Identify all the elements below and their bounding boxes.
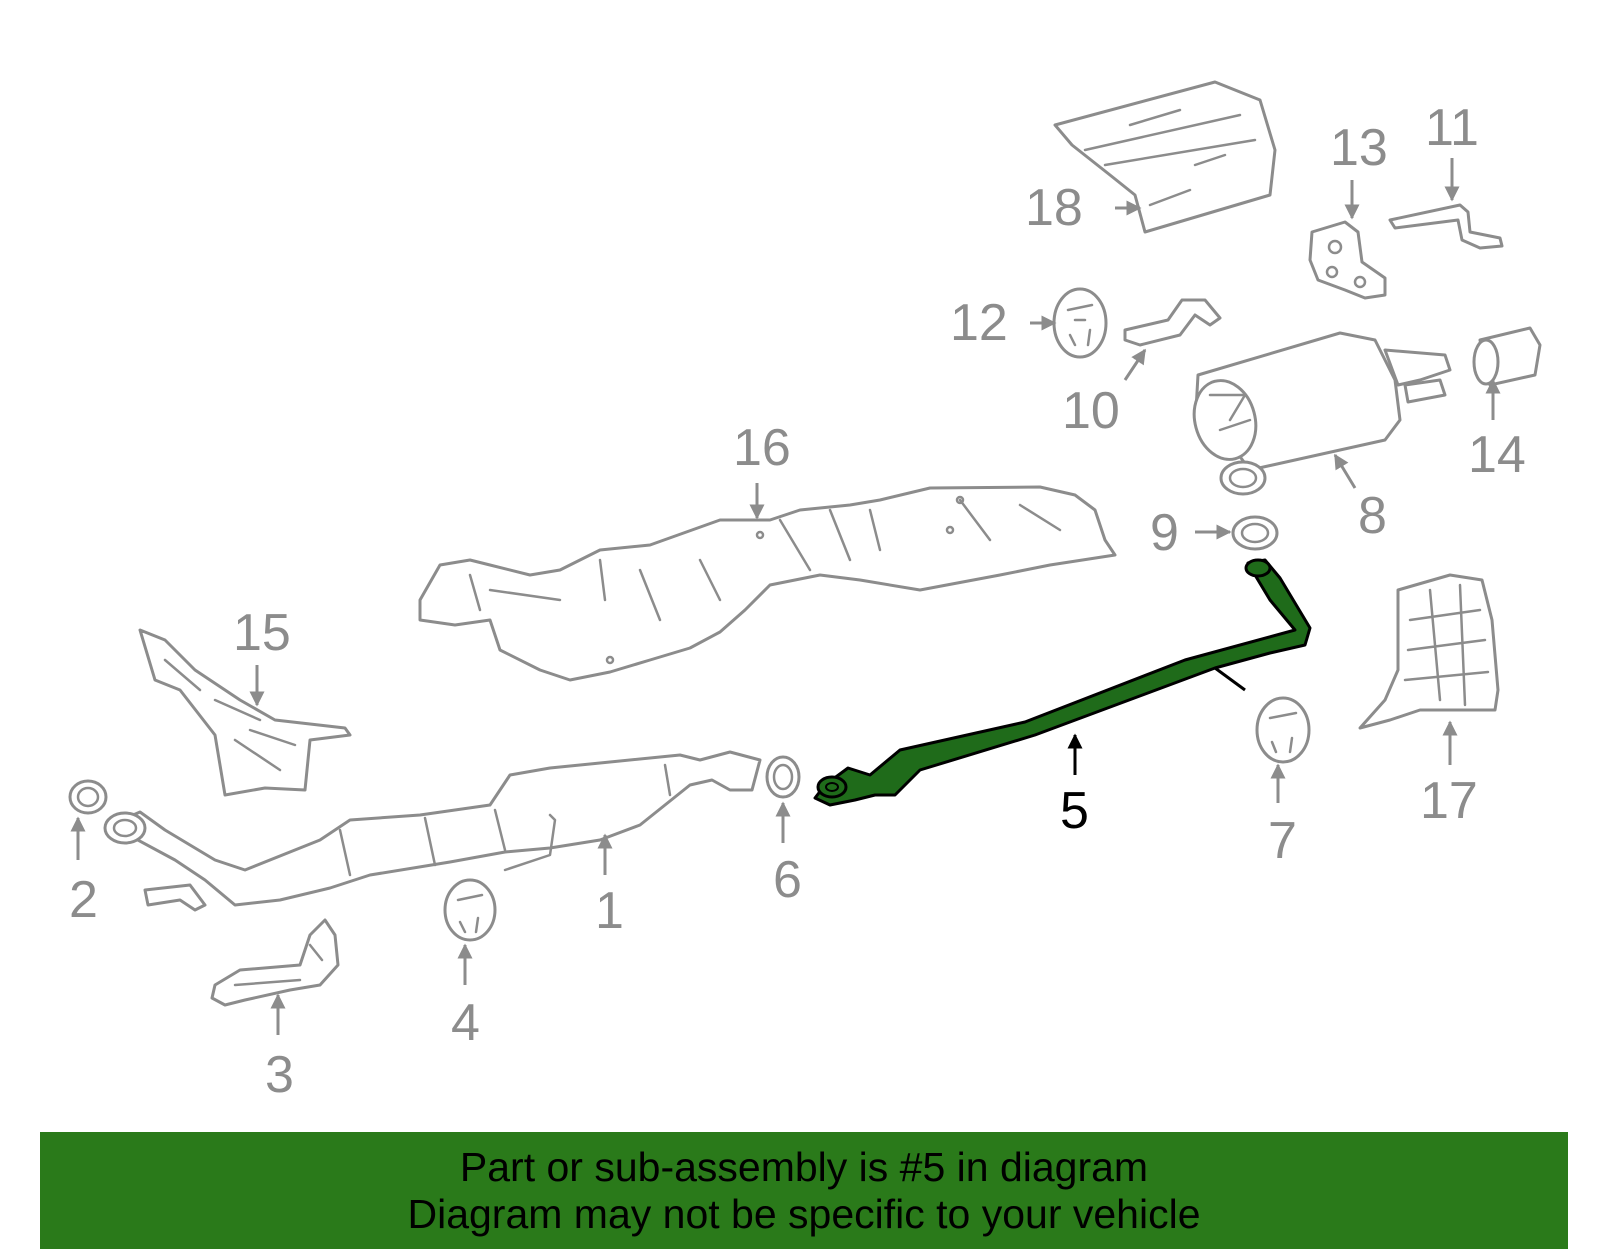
callout-2: 2 <box>69 871 98 929</box>
callout-16: 16 <box>733 419 791 477</box>
part-18-heat-shield[interactable] <box>1053 80 1277 234</box>
part-4-insulator[interactable] <box>443 878 497 942</box>
part-14-tailpipe-tip[interactable] <box>1472 326 1542 387</box>
banner-part-text: Part or sub-assembly is #5 in diagram <box>459 1144 1149 1190</box>
callout-4: 4 <box>451 994 480 1052</box>
callout-7: 7 <box>1268 812 1297 870</box>
callout-1: 1 <box>595 882 624 940</box>
exhaust-system-diagram: 18 13 11 12 10 8 14 9 16 17 15 2 1 6 4 3… <box>68 80 1542 1104</box>
info-banner: Part or sub-assembly is #5 in diagram Di… <box>40 1132 1568 1249</box>
callout-14: 14 <box>1468 426 1526 484</box>
callout-13: 13 <box>1330 119 1388 177</box>
part-17-heat-shield[interactable] <box>1358 573 1500 730</box>
banner-disclaimer-text: Diagram may not be specific to your vehi… <box>407 1191 1201 1237</box>
part-8-muffler[interactable] <box>1186 331 1452 496</box>
callout-8: 8 <box>1358 487 1387 545</box>
part-10-bracket[interactable] <box>1123 298 1222 347</box>
part-12-insulator[interactable] <box>1052 287 1108 359</box>
part-15-bracket[interactable] <box>138 628 352 797</box>
callout-5-selected: 5 <box>1060 782 1089 840</box>
part-13-bracket[interactable] <box>1308 220 1387 300</box>
callout-15: 15 <box>233 604 291 662</box>
part-2-gasket[interactable] <box>68 779 108 815</box>
part-16-heat-shield[interactable] <box>418 485 1117 682</box>
part-1-front-pipe[interactable] <box>103 750 762 912</box>
part-3-bracket[interactable] <box>210 918 340 1007</box>
callout-6: 6 <box>773 851 802 909</box>
callout-18: 18 <box>1025 179 1083 237</box>
part-7-insulator[interactable] <box>1255 696 1311 764</box>
part-11-hanger[interactable] <box>1388 203 1504 250</box>
part-9-gasket[interactable] <box>1231 515 1279 551</box>
callout-12: 12 <box>950 294 1008 352</box>
part-5-center-pipe[interactable] <box>813 558 1312 807</box>
callout-10: 10 <box>1062 382 1120 440</box>
callout-arrows <box>70 158 1501 1035</box>
callout-9: 9 <box>1150 504 1179 562</box>
part-6-gasket[interactable] <box>765 755 801 799</box>
callout-labels: 18 13 11 12 10 8 14 9 16 17 15 2 1 6 4 3… <box>69 99 1526 1104</box>
callout-3: 3 <box>265 1046 294 1104</box>
callout-11: 11 <box>1425 99 1479 157</box>
callout-17: 17 <box>1420 772 1478 830</box>
